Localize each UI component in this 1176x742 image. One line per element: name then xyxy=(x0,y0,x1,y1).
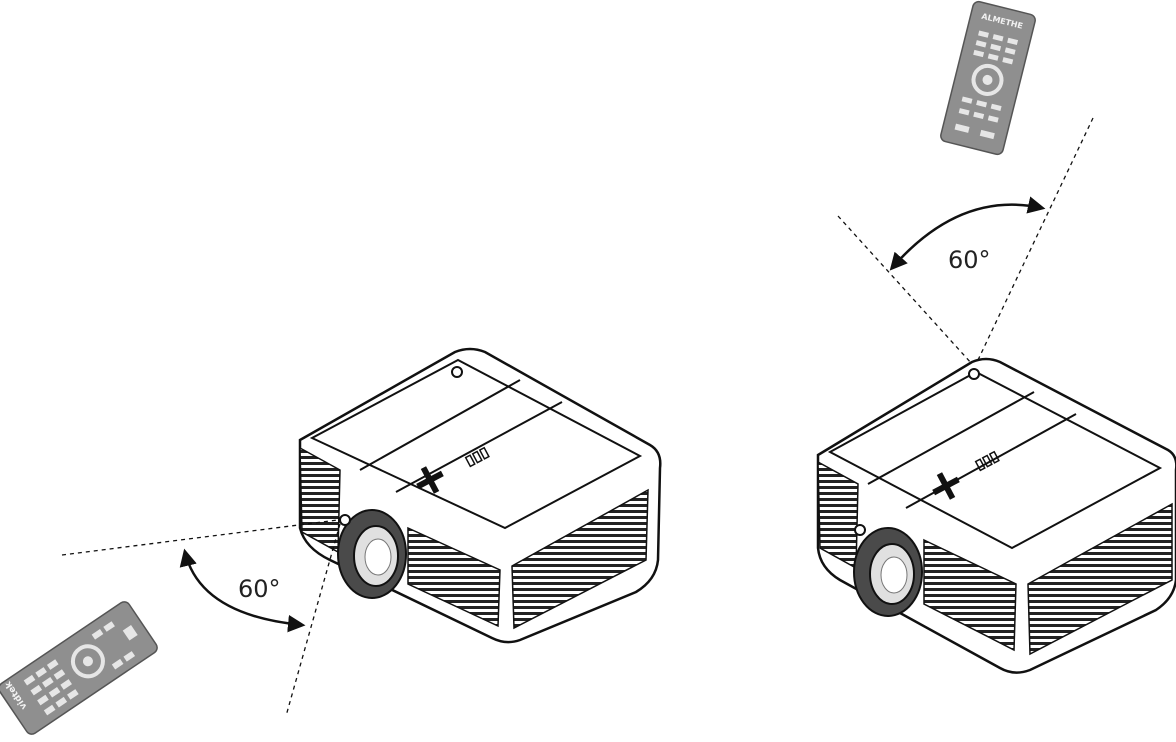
keypad-cross-icon xyxy=(416,466,444,494)
top-ir-sensor xyxy=(451,366,463,378)
top-ir-sensor xyxy=(968,368,980,380)
remote-dpad-icon xyxy=(971,63,1004,96)
front-ir-sensor xyxy=(339,514,351,526)
keypad-cross-icon xyxy=(932,472,960,500)
projector-top-cover xyxy=(309,358,643,530)
left-scene: 60° vidtek xyxy=(0,347,662,735)
projector-top-cover xyxy=(827,370,1163,550)
projector-lens xyxy=(337,509,407,599)
remote-control-left: vidtek xyxy=(0,601,158,735)
range-line-left xyxy=(837,215,973,365)
indicator-leds-icon xyxy=(974,450,1000,472)
angle-label-right: 60° xyxy=(948,246,991,274)
indicator-leds-icon xyxy=(464,446,490,468)
remote-control-right: ALMETHE xyxy=(940,0,1036,156)
front-ir-sensor xyxy=(854,524,866,536)
projector-top-view xyxy=(816,357,1176,674)
right-side-grille xyxy=(1027,502,1173,656)
projector-lens xyxy=(853,527,923,617)
right-scene: 60° ALMETHE xyxy=(816,0,1176,674)
right-side-grille xyxy=(511,488,649,630)
front-grille xyxy=(407,526,501,628)
remote-dpad-icon xyxy=(70,644,105,679)
angle-arc-right xyxy=(889,196,1046,271)
projector-front-view xyxy=(298,347,662,644)
front-grille xyxy=(923,538,1017,652)
range-line-lower xyxy=(285,523,341,717)
projector-top-ridge xyxy=(359,379,563,493)
range-line-upper xyxy=(61,519,339,556)
angle-arc-left xyxy=(179,548,306,633)
angle-label-left: 60° xyxy=(238,575,281,603)
